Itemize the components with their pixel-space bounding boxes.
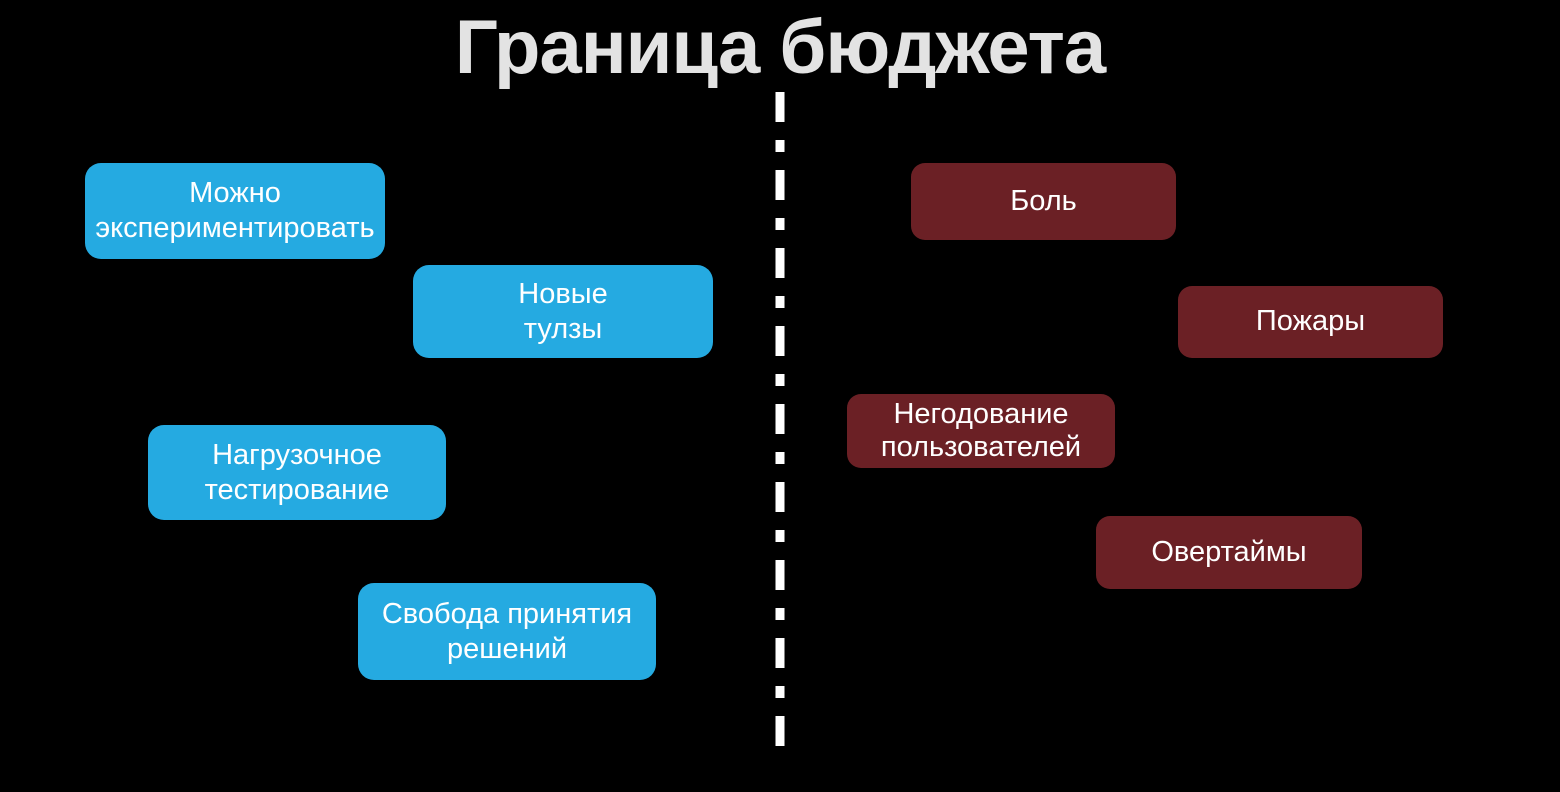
cost-box-user-outrage: Негодование пользователей (847, 394, 1115, 468)
budget-boundary-dashed-line (775, 92, 785, 752)
cost-box-pain: Боль (911, 163, 1176, 240)
cost-box-overtimes: Овертаймы (1096, 516, 1362, 589)
slide-title: Граница бюджета (454, 5, 1106, 90)
benefit-box-decision-freedom: Свобода принятия решений (358, 583, 656, 680)
benefit-box-experiment: Можно экспериментировать (85, 163, 385, 259)
benefit-box-load-testing: Нагрузочное тестирование (148, 425, 446, 520)
cost-box-fires: Пожары (1178, 286, 1443, 358)
benefit-box-new-tools: Новые тулзы (413, 265, 713, 358)
